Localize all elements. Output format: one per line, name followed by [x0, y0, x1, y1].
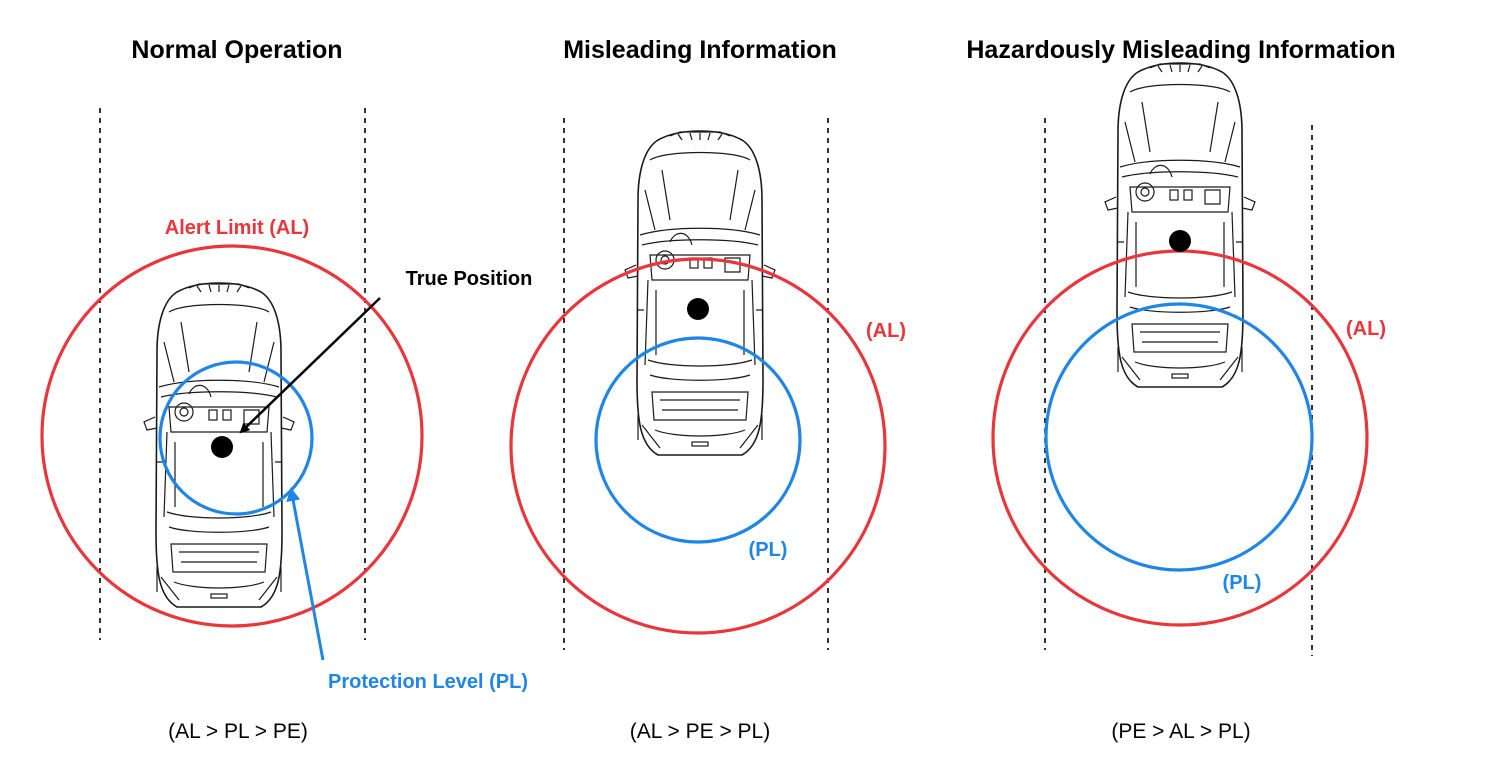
protection-level-label: (PL) — [749, 539, 788, 561]
vehicle-icon — [624, 130, 776, 456]
protection-level-label: Protection Level (PL) — [328, 671, 528, 693]
panel-normal-operation: Normal Operation Alert Limit (AL) True P… — [40, 36, 533, 743]
panel-title: Hazardously Misleading Information — [966, 36, 1395, 64]
vehicle-icon — [1104, 62, 1256, 388]
true-position-dot — [1169, 230, 1191, 252]
true-position-dot — [687, 298, 709, 320]
alert-limit-label: Alert Limit (AL) — [165, 217, 309, 239]
true-position-label: True Position — [406, 268, 533, 290]
protection-level-circle — [594, 336, 802, 544]
condition-label: (AL > PL > PE) — [168, 720, 308, 743]
panel-title: Misleading Information — [563, 36, 837, 64]
true-position-dot — [211, 436, 233, 458]
protection-level-label: (PL) — [1223, 572, 1262, 594]
alert-limit-label: (AL) — [866, 320, 906, 342]
panel-title: Normal Operation — [131, 36, 342, 64]
protection-level-arrow — [286, 487, 325, 661]
true-position-arrow — [239, 297, 381, 434]
alert-limit-label: (AL) — [1346, 318, 1386, 340]
alert-limit-circle — [40, 244, 424, 628]
panel-misleading-information: Misleading Information (AL) (PL) (AL > P… — [509, 36, 906, 743]
alert-limit-circle — [509, 257, 887, 635]
panel-hazardously-misleading-information: Hazardously Misleading Information (AL) … — [966, 36, 1395, 743]
protection-level-circle — [1044, 302, 1314, 572]
protection-level-circle — [158, 360, 314, 516]
condition-label: (AL > PE > PL) — [630, 720, 770, 743]
condition-label: (PE > AL > PL) — [1111, 720, 1250, 743]
